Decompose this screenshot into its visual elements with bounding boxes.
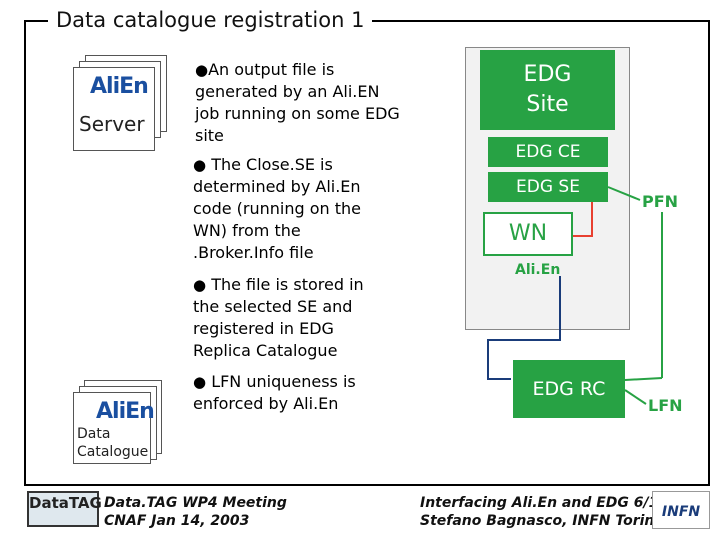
se-to-pfn-line bbox=[607, 186, 641, 201]
bullet-text: registered in EDG bbox=[193, 319, 334, 338]
edg-se-box: EDG SE bbox=[488, 172, 608, 202]
infn-logo: INFN bbox=[652, 491, 710, 529]
edg-site-box: EDG Site bbox=[480, 50, 615, 130]
wn-box: WN bbox=[483, 212, 573, 256]
catalogue-label: Data Catalogue bbox=[77, 425, 148, 461]
doc-page-front: AliEn Server bbox=[73, 67, 155, 151]
bullet-text: the selected SE and bbox=[193, 297, 353, 316]
bullet-text: An output file is bbox=[208, 60, 335, 79]
alien-logo: AliEn bbox=[90, 74, 149, 99]
bullet-text: generated by an Ali.EN bbox=[195, 82, 380, 101]
bullet-text: LFN uniqueness is bbox=[211, 372, 356, 391]
catalogue-label-line1: Data bbox=[77, 426, 111, 442]
edg-rc-box: EDG RC bbox=[513, 360, 625, 418]
wn-alien-label: Ali.En bbox=[515, 262, 561, 278]
bullet-text: enforced by Ali.En bbox=[193, 394, 339, 413]
bullet-text: site bbox=[195, 126, 224, 145]
slide-title: Data catalogue registration 1 bbox=[48, 8, 373, 32]
alien-to-rc-line bbox=[487, 276, 561, 380]
bullet-text: Replica Catalogue bbox=[193, 341, 338, 360]
wn-to-se-arrow bbox=[573, 202, 593, 237]
footer-right-line1: Interfacing Ali.En and EDG 6/13 bbox=[420, 495, 669, 511]
bullet-text: WN) from the bbox=[193, 221, 301, 240]
bullet-dot-icon: ● bbox=[193, 276, 207, 294]
footer-left-line2: CNAF Jan 14, 2003 bbox=[104, 513, 250, 529]
bullet-1: ●An output file is generated by an Ali.E… bbox=[195, 59, 455, 147]
footer-left: Data.TAG WP4 Meeting CNAF Jan 14, 2003 bbox=[104, 494, 287, 530]
footer-right: Interfacing Ali.En and EDG 6/13 Stefano … bbox=[420, 494, 668, 530]
edg-ce-box: EDG CE bbox=[488, 137, 608, 167]
catalogue-label-line2: Catalogue bbox=[77, 444, 149, 460]
doc-page-front: AliEn Data Catalogue bbox=[73, 392, 155, 464]
footer-right-line2: Stefano Bagnasco, INFN Torino bbox=[420, 513, 664, 529]
bullet-text: .Broker.Info file bbox=[193, 243, 314, 262]
pfn-label: PFN bbox=[642, 192, 679, 211]
footer-left-line1: Data.TAG WP4 Meeting bbox=[104, 495, 287, 511]
bullet-text: The Close.SE is bbox=[211, 155, 333, 174]
datatag-logo: DataTAG bbox=[27, 491, 102, 527]
bullet-dot-icon: ● bbox=[193, 373, 207, 391]
bullet-text: determined by Ali.En bbox=[193, 177, 361, 196]
edg-site-line1: EDG bbox=[523, 62, 572, 87]
bullet-4: ● LFN uniqueness is enforced by Ali.En bbox=[193, 371, 453, 415]
bullet-dot-icon: ● bbox=[193, 156, 207, 174]
bullet-text: code (running on the bbox=[193, 199, 362, 218]
bullet-text: job running on some EDG bbox=[195, 104, 400, 123]
edg-site-line2: Site bbox=[526, 92, 569, 117]
lfn-label: LFN bbox=[648, 396, 683, 415]
alien-logo: AliEn bbox=[96, 399, 155, 424]
bullet-dot-icon: ● bbox=[195, 61, 209, 79]
server-label: Server bbox=[79, 112, 145, 136]
rc-to-lfn-line bbox=[624, 389, 647, 405]
bullet-2: ● The Close.SE is determined by Ali.En c… bbox=[193, 154, 453, 264]
rc-to-pfn-line bbox=[624, 377, 663, 381]
bullet-3: ● The file is stored in the selected SE … bbox=[193, 274, 453, 362]
bullet-text: The file is stored in bbox=[211, 275, 364, 294]
